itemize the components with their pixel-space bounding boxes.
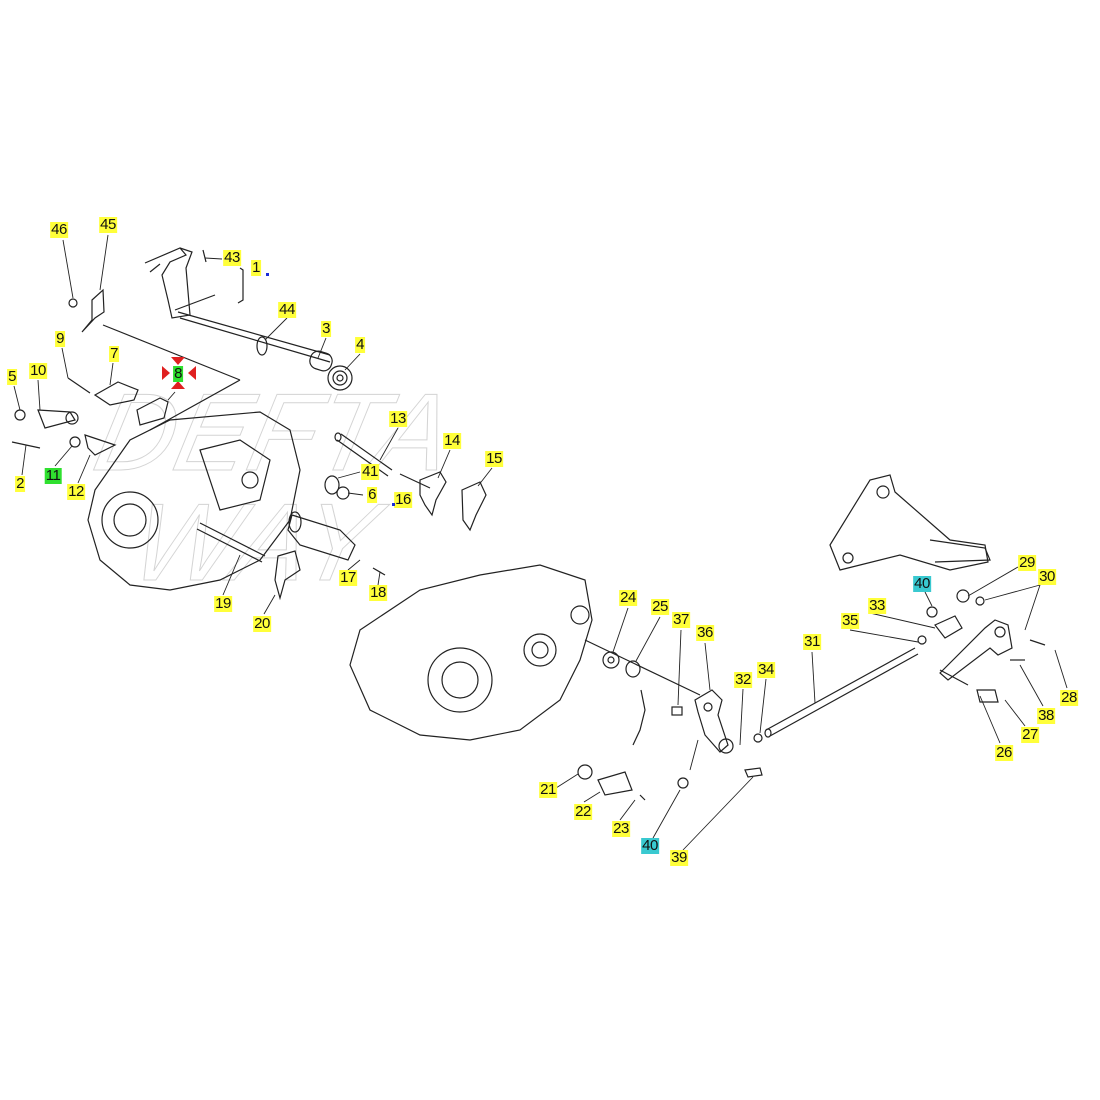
part-label-31[interactable]: 31 <box>803 633 821 650</box>
part-label-15[interactable]: 15 <box>485 450 503 467</box>
part-label-45[interactable]: 45 <box>99 216 117 233</box>
part-label-46[interactable]: 46 <box>50 221 68 238</box>
part-label-34[interactable]: 34 <box>757 661 775 678</box>
part-label-26[interactable]: 26 <box>995 744 1013 761</box>
part-label-43[interactable]: 43 <box>223 249 241 266</box>
part-label-44[interactable]: 44 <box>278 301 296 318</box>
marker-dot <box>266 273 269 276</box>
part-label-38[interactable]: 38 <box>1037 707 1055 724</box>
part-label-24[interactable]: 24 <box>619 589 637 606</box>
left-crankcase <box>87 411 301 591</box>
part-label-13[interactable]: 13 <box>389 410 407 427</box>
part-label-27[interactable]: 27 <box>1021 726 1039 743</box>
part-label-21[interactable]: 21 <box>539 781 557 798</box>
part-label-36[interactable]: 36 <box>696 624 714 641</box>
part-label-10[interactable]: 10 <box>29 362 47 379</box>
part-label-20[interactable]: 20 <box>253 615 271 632</box>
part-label-37[interactable]: 37 <box>672 611 690 628</box>
part-label-14[interactable]: 14 <box>443 432 461 449</box>
part-label-39[interactable]: 39 <box>670 849 688 866</box>
part-label-18[interactable]: 18 <box>369 584 387 601</box>
part-label-30[interactable]: 30 <box>1038 568 1056 585</box>
part-label-6[interactable]: 6 <box>367 486 377 503</box>
part-label-32[interactable]: 32 <box>734 671 752 688</box>
shift-shaft-assembly <box>144 247 353 391</box>
part-label-40-upper[interactable]: 40 <box>913 575 931 592</box>
part-label-17[interactable]: 17 <box>339 569 357 586</box>
part-label-2[interactable]: 2 <box>15 475 25 492</box>
leader-lines <box>13 234 1068 851</box>
part-label-25[interactable]: 25 <box>651 598 669 615</box>
part-label-3[interactable]: 3 <box>321 320 331 337</box>
part-label-16[interactable]: 16 <box>394 491 412 508</box>
footrest-bracket <box>829 474 991 571</box>
selection-marker-icon <box>162 357 196 389</box>
marker-dot <box>392 503 395 506</box>
shift-linkage <box>577 589 1046 801</box>
part-label-7[interactable]: 7 <box>109 345 119 362</box>
shift-levers <box>11 288 241 456</box>
part-label-11[interactable]: 11 <box>44 467 62 484</box>
watermark: DEFTA WAY <box>85 370 465 605</box>
shift-drum-and-forks <box>196 432 487 601</box>
part-label-35[interactable]: 35 <box>841 612 859 629</box>
part-label-1[interactable]: 1 <box>251 259 261 276</box>
part-label-33[interactable]: 33 <box>868 597 886 614</box>
part-label-41[interactable]: 41 <box>361 463 379 480</box>
part-label-29[interactable]: 29 <box>1018 554 1036 571</box>
part-label-22[interactable]: 22 <box>574 803 592 820</box>
part-label-19[interactable]: 19 <box>214 595 232 612</box>
part-label-4[interactable]: 4 <box>355 336 365 353</box>
part-label-8[interactable]: 8 <box>173 365 183 382</box>
part-label-23[interactable]: 23 <box>612 820 630 837</box>
part-label-40-lower[interactable]: 40 <box>641 837 659 854</box>
svg-text:DEFTA: DEFTA <box>85 370 464 494</box>
part-label-12[interactable]: 12 <box>67 483 85 500</box>
part-label-28[interactable]: 28 <box>1060 689 1078 706</box>
part-label-5[interactable]: 5 <box>7 368 17 385</box>
part-label-9[interactable]: 9 <box>55 330 65 347</box>
